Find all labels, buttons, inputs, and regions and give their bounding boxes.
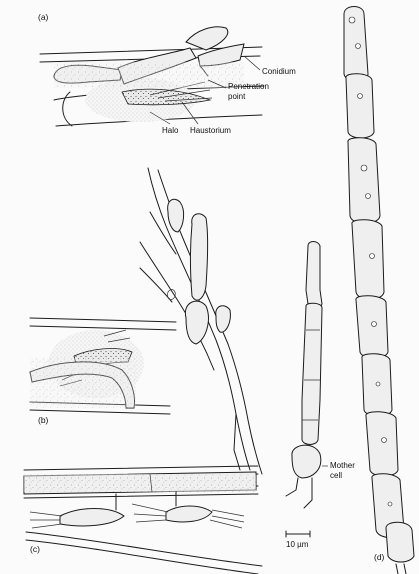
d-cell-5 (356, 296, 388, 358)
panel-c-hypha-stipple (24, 474, 256, 492)
panel-d-label: (d) (374, 552, 385, 562)
leader-conidium (244, 56, 260, 70)
panel-c-haustorium-1 (60, 509, 124, 526)
panel-b-label: (b) (38, 415, 49, 425)
panel-a: (a) Conidium Penetration point Halo Haus… (38, 12, 296, 135)
d-cell-1 (344, 7, 368, 82)
panel-c-haustorium-1-lobes (30, 512, 62, 528)
scale-bar-label: 10 µm (286, 540, 309, 549)
d-stalk (396, 564, 406, 574)
label-mother-line-2: cell (330, 471, 342, 480)
panel-a-label: (a) (38, 12, 49, 22)
panel-c-wall-4 (24, 494, 258, 498)
conidiophore-tip-2 (216, 306, 231, 332)
label-mother-line-1: Mother (330, 461, 355, 470)
label-haustorium: Haustorium (190, 126, 231, 135)
right-conidium-body (302, 303, 322, 444)
panel-b-wall-top-inner (30, 326, 176, 330)
d-cell-7 (366, 412, 398, 476)
conidium-stipple (54, 62, 244, 88)
panel-c-wall-lower-2 (26, 540, 258, 574)
panel-b-wall-bottom-inner (30, 410, 170, 414)
panel-c-wall-lower (26, 532, 262, 566)
right-conidium-top (306, 242, 322, 309)
stem-line-6 (234, 414, 240, 470)
panel-c-haustorium-2 (166, 506, 212, 522)
panel-b-wall-top (30, 318, 176, 322)
conidiophore-cluster (140, 168, 262, 474)
d-cell-2 (346, 74, 374, 138)
label-penetration-1: Penetration (228, 82, 269, 91)
panel-c-label: (c) (30, 544, 40, 554)
mother-cell-stalk (286, 478, 312, 508)
conidiophore-tip-1 (168, 199, 184, 232)
d-cell-3 (348, 138, 380, 224)
conidiophore-right: Mother cell 10 µm (286, 242, 355, 550)
panel-c: (c) (24, 466, 262, 574)
label-conidium: Conidium (262, 67, 296, 76)
panel-d: (d) (344, 7, 414, 574)
conidiophore-chain (191, 214, 208, 300)
spacer (300, 290, 302, 350)
mother-cell (292, 445, 321, 478)
d-cell-base (386, 522, 414, 562)
panel-b-stipple (30, 358, 136, 408)
d-cell-4 (352, 220, 384, 300)
conidiophore-mother-cell (185, 301, 208, 344)
label-halo: Halo (162, 126, 179, 135)
panel-c-wall-1 (24, 466, 258, 470)
conidium-tip (186, 27, 228, 50)
panel-b: (b) (30, 318, 176, 425)
label-penetration-2: point (228, 92, 246, 101)
